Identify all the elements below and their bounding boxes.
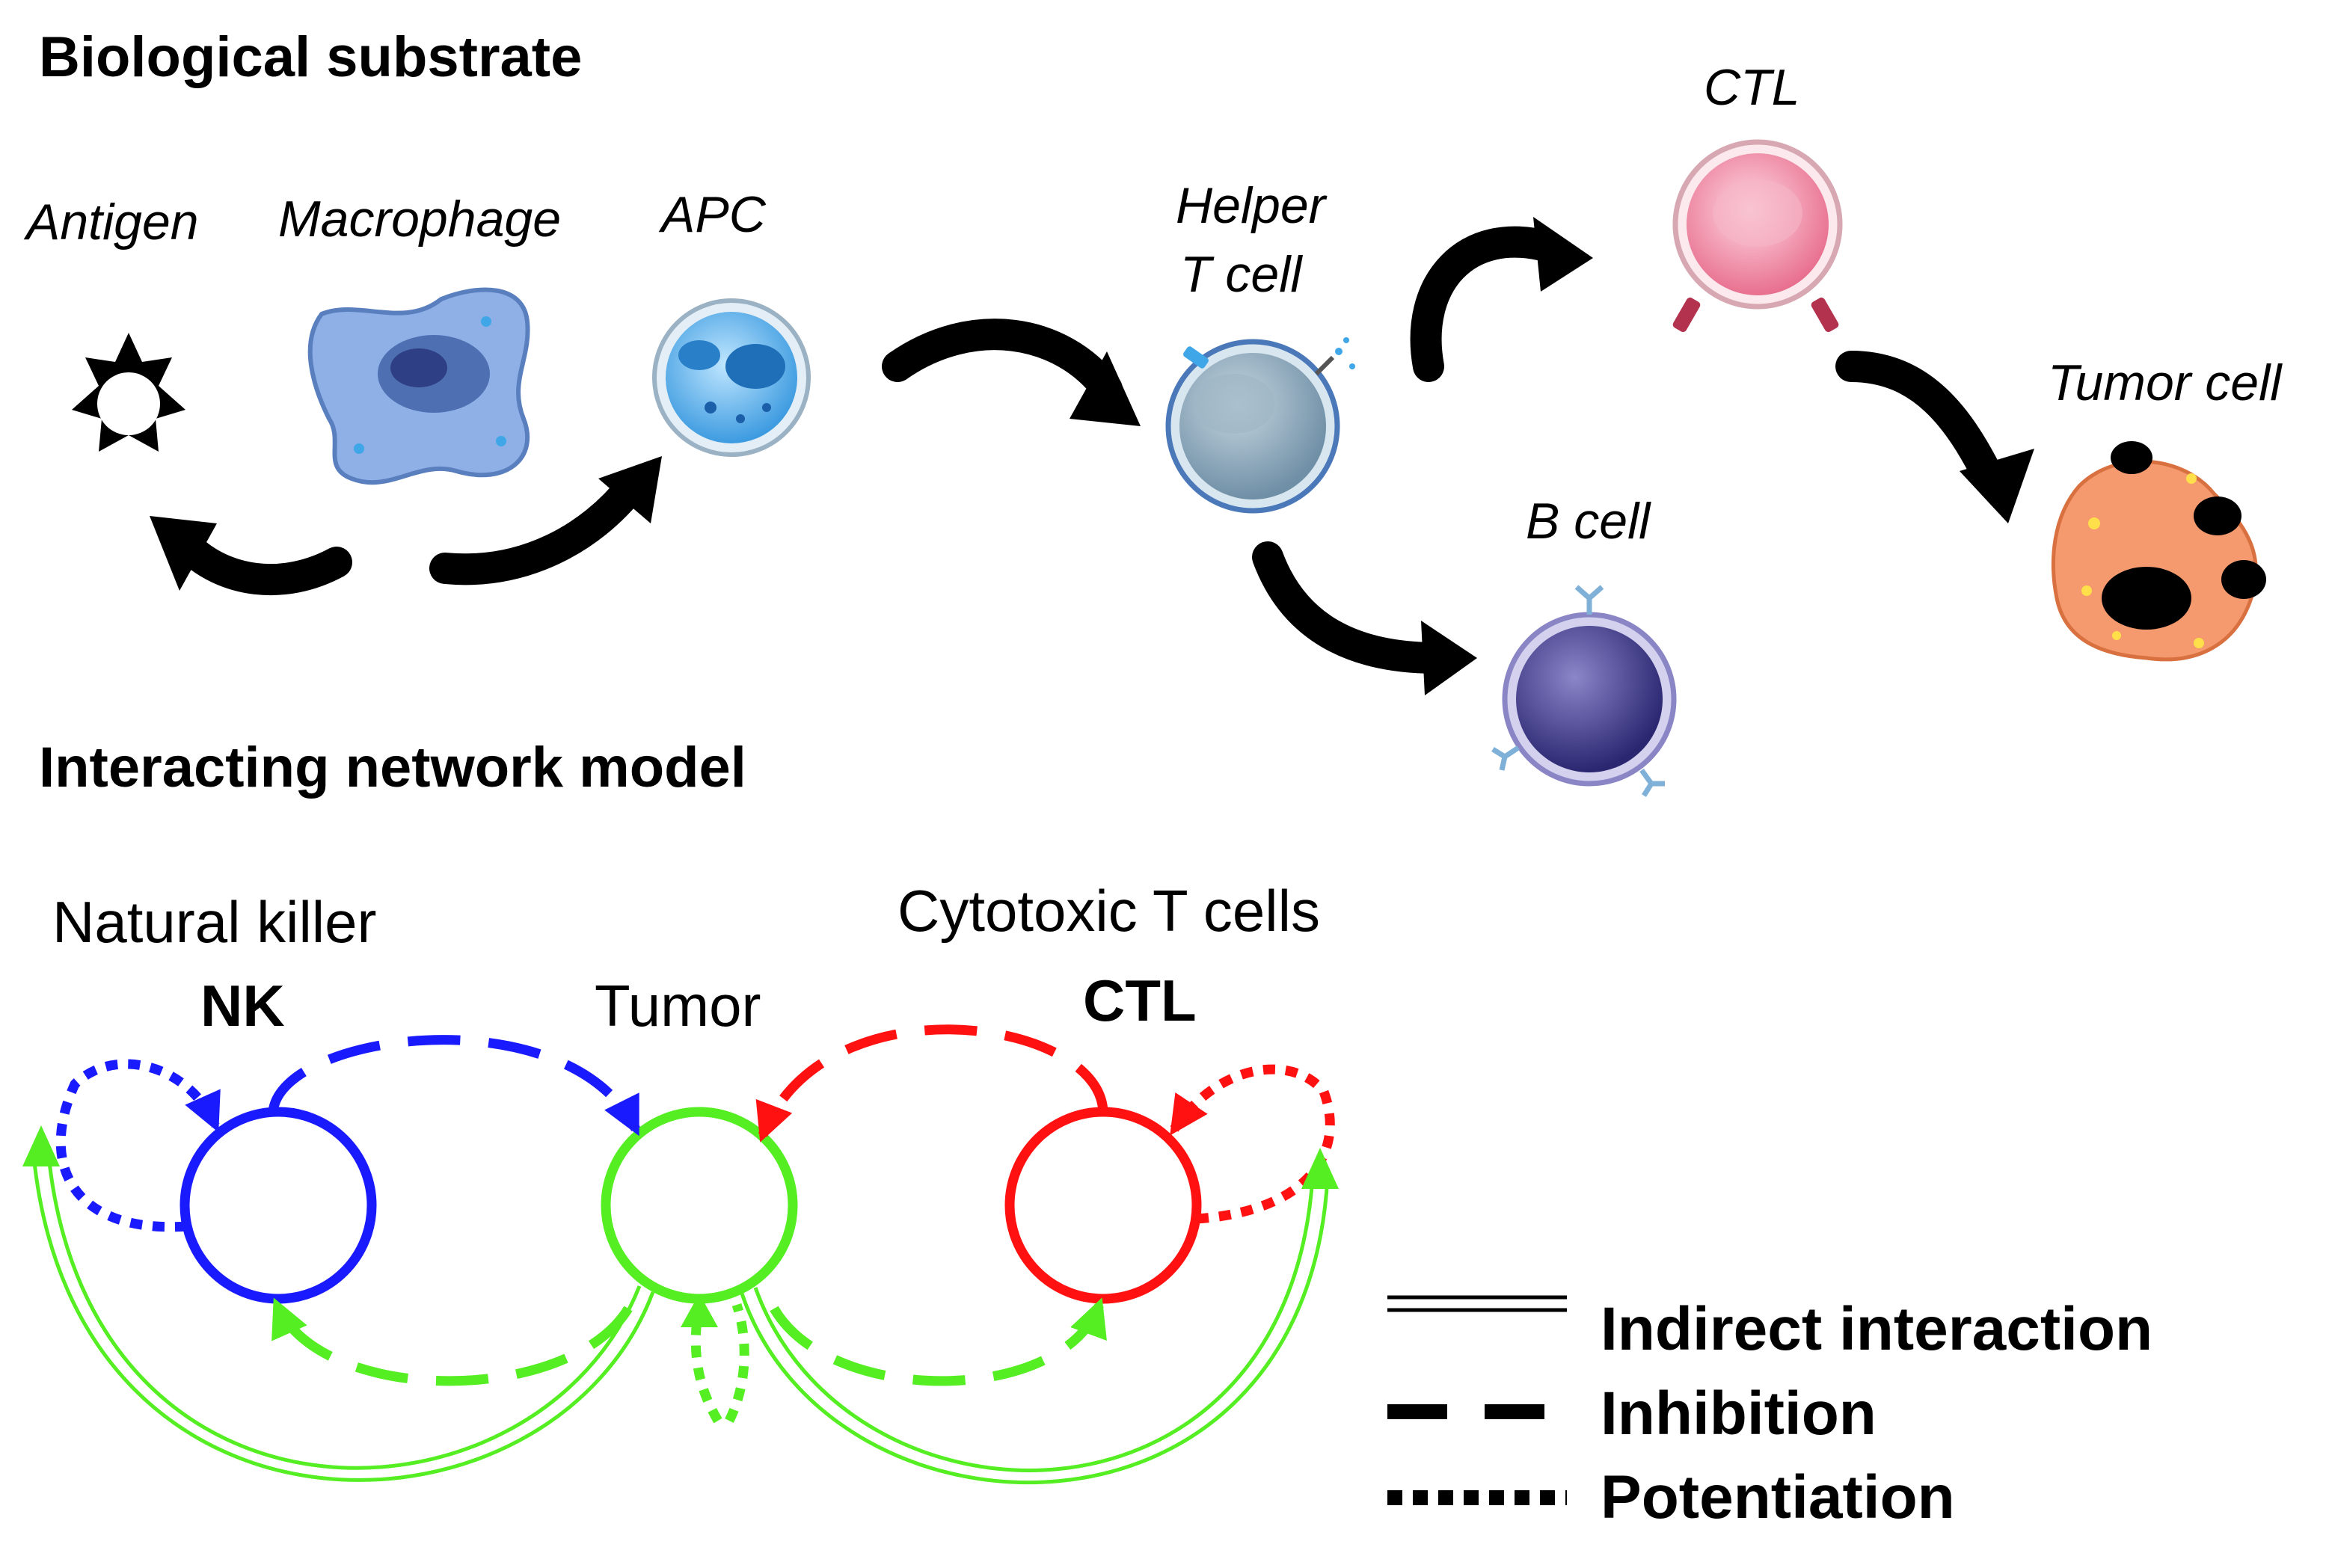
legend: Indirect interaction Inhibition Potentia… [1387,1295,2152,1531]
section-title-network: Interacting network model [39,736,746,799]
tumor-cell-icon [2051,441,2266,662]
tumor-label: Tumor [595,973,761,1039]
section-title-biological: Biological substrate [39,25,582,89]
flow-arrowheads [150,217,2034,695]
flow-arrows [171,226,2005,674]
ctl-cell-icon [1672,139,1843,333]
ctl-name-label: Cytotoxic T cells [897,878,1320,944]
label-apc: APC [658,186,767,243]
tumor-self-arrowhead [681,1294,718,1327]
arrow-helper-to-ctl [1410,226,1564,382]
helper-t-cell-icon [1165,337,1355,514]
edge-tumor-inhibits-nk [271,1297,633,1386]
edge-tumor-indirect-ctl [740,1177,1330,1484]
arrow-macrophage-to-apc [429,470,648,585]
label-tumor-cell: Tumor cell [2048,354,2283,411]
antigen-icon [72,333,185,452]
tumor-node [601,1107,798,1304]
indirect-nk-arrowhead [22,1125,60,1166]
label-helper-line1: Helper [1176,177,1328,234]
macrophage-icon [307,287,530,485]
arrow-ctl-to-tumor [1835,351,2005,494]
apc-icon [652,298,811,457]
nk-abbr-label: NK [200,973,285,1039]
label-macrophage: Macrophage [278,191,561,248]
arrow-apc-to-helper [882,319,1123,405]
label-b-cell: B cell [1526,493,1651,550]
ctl-abbr-label: CTL [1083,968,1197,1033]
label-ctl-cell: CTL [1704,59,1799,116]
label-antigen: Antigen [23,194,199,250]
legend-potentiation-label: Potentiation [1601,1463,1955,1531]
indirect-ctl-arrowhead [1301,1148,1339,1189]
edge-nk-inhibits-tumor [268,1035,640,1137]
edge-tumor-inhibits-ctl [770,1297,1107,1386]
nk-name-label: Natural killer [52,889,376,955]
edge-ctl-self-potentiation [1170,1064,1335,1224]
arrow-macrophage-to-antigen [171,530,352,595]
label-helper-line2: T cell [1180,246,1303,303]
ctl-node [1004,1107,1202,1304]
legend-indirect-label: Indirect interaction [1601,1295,2152,1363]
edge-nk-self-potentiation [55,1059,221,1232]
legend-inhibition-label: Inhibition [1601,1380,1877,1448]
edge-tumor-indirect-nk [31,1155,655,1482]
nk-node [179,1107,377,1304]
edge-ctl-inhibits-tumor [755,1024,1108,1143]
b-cell-icon [1491,585,1677,797]
arrow-helper-to-bcell [1252,541,1452,674]
